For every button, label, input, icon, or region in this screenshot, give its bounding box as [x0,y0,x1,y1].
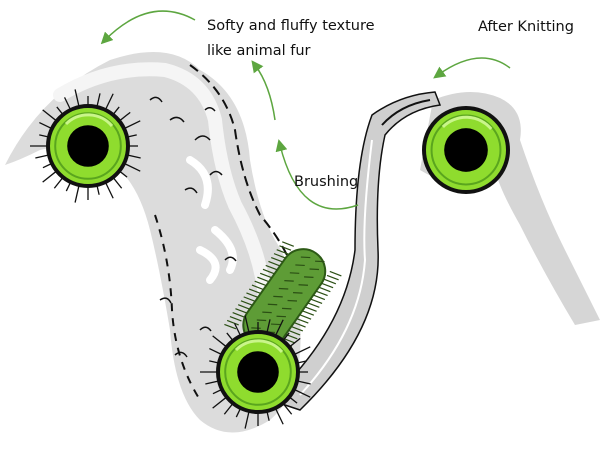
curved-arrow-icon-brushing-up [255,65,275,120]
curved-arrow-icon-knitting [438,58,510,75]
brushing-label: Brushing [294,170,358,195]
after-knitting-label: After Knitting [478,15,574,40]
curved-arrow-icon-fur [105,11,195,40]
fur-texture-label-line1: Softy and fluffy texture [207,14,375,39]
fur-texture-label: Softy and fluffy texture like animal fur [207,14,375,64]
roller-icon-right [424,108,508,192]
fur-texture-label-line2: like animal fur [207,39,375,64]
